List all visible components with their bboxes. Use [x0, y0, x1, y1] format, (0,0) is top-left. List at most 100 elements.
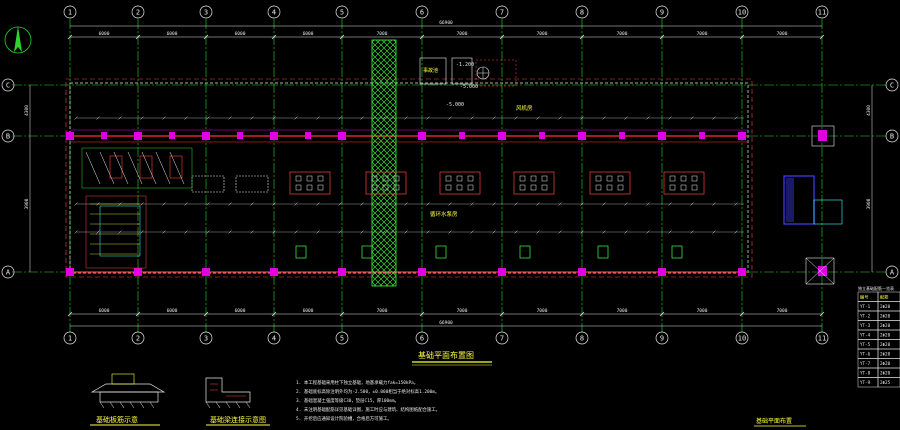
axis-label: 4: [272, 9, 276, 17]
left-stair-detail: [81, 147, 193, 269]
axis-label: 5: [340, 335, 344, 343]
inner-dimensions: [74, 116, 744, 234]
axis-bubble-4-bottom: 4: [267, 331, 281, 345]
column: [202, 132, 210, 140]
elevation-label-3: -5.000: [460, 84, 478, 90]
fan-room-label: 风机房: [516, 104, 533, 112]
axis-bubble-4-top: 4: [267, 5, 281, 19]
dimension-label: 7000: [457, 308, 468, 314]
column: [818, 130, 827, 141]
axis-label: 2: [136, 9, 140, 17]
axis-bubble-2-top: 2: [131, 5, 145, 19]
column: [818, 266, 827, 276]
axis-bubble-10-top: 10: [735, 5, 749, 19]
column: [305, 132, 311, 139]
table-header-cell: 编号: [860, 294, 868, 301]
axis-label: 4: [272, 335, 276, 343]
dimension-label: 7000: [697, 31, 708, 37]
dimension-label: 7000: [537, 31, 548, 37]
total-dimension-label: 66900: [439, 320, 453, 326]
building-outline: [65, 78, 753, 278]
table-title: 独立基础配筋一览表: [858, 285, 894, 291]
column: [418, 132, 426, 140]
column: [738, 132, 746, 140]
dimension-label: 6000: [303, 31, 314, 37]
table-cell: YT-9: [860, 380, 871, 385]
dimension-label: 7000: [617, 308, 628, 314]
note-line: 5. 开挖后应通知设计院验槽，合格后方可施工。: [296, 415, 392, 422]
axis-label: A: [890, 269, 895, 277]
column: [237, 132, 243, 139]
detail-beam-connection: 基础梁连接示意图: [205, 377, 270, 426]
right-stair-detail: [783, 125, 843, 285]
column: [619, 132, 625, 139]
axis-bubble-6-bottom: 6: [415, 331, 429, 345]
detail-left-title: 基础板筋示意: [96, 415, 138, 424]
pump-room-label: 循环水泵房: [430, 210, 458, 218]
axis-bubble-2-bottom: 2: [131, 331, 145, 345]
column: [658, 268, 666, 276]
column: [699, 132, 705, 139]
detail-mid-title: 基础梁连接示意图: [210, 415, 266, 424]
table-cell: YT-5: [860, 342, 871, 347]
detail-rebar: 基础板筋示意: [90, 373, 166, 426]
axis-label: C: [890, 82, 894, 90]
axis-bubble-3-bottom: 3: [199, 331, 213, 345]
general-notes: 1. 本工程基础采用柱下独立基础，地基承载力fak=150kPa。2. 基础底标…: [296, 379, 440, 422]
hatched-strip: [371, 39, 397, 287]
table-cell: YT-4: [860, 333, 871, 338]
axis-label: 5: [340, 9, 344, 17]
dimension-label: 6000: [303, 308, 314, 314]
axis-label: 6: [420, 9, 424, 17]
axis-bubble-10-bottom: 10: [735, 331, 749, 345]
table-cell: 2Φ20: [880, 314, 891, 319]
column: [459, 132, 465, 139]
dimension-label: 4300: [24, 105, 30, 116]
axis-bubble-B-right: B: [885, 129, 899, 143]
axis-label: 7: [500, 9, 504, 17]
axis-label: B: [6, 133, 10, 141]
note-line: 4. 未注明基础配筋详见基础详图，施工时应与建筑、结构图纸配合施工。: [296, 406, 440, 413]
columns: [66, 130, 827, 276]
total-dimension-label: 66900: [439, 20, 453, 26]
axis-bubble-A-left: A: [1, 265, 15, 279]
axis-label: 1: [68, 9, 72, 17]
dimension-label: 3900: [866, 198, 872, 209]
table-cell: 2Φ20: [880, 361, 891, 366]
axis-label: 1: [68, 335, 72, 343]
axis-bubble-9-bottom: 9: [655, 331, 669, 345]
column: [66, 268, 74, 276]
axis-label: 7: [500, 335, 504, 343]
north-arrow-icon: [4, 26, 32, 54]
column: [498, 132, 506, 140]
table-cell: 2Φ20: [880, 304, 891, 309]
dimension-label: 6000: [167, 308, 178, 314]
table-cell: 2Φ25: [880, 380, 891, 385]
column: [338, 268, 346, 276]
column: [578, 268, 586, 276]
column: [738, 268, 746, 276]
column: [270, 268, 278, 276]
axis-label: 9: [660, 9, 664, 17]
axis-label: 8: [580, 335, 584, 343]
dimension-label: 7000: [377, 31, 388, 37]
axis-label: 10: [738, 335, 746, 343]
axis-label: A: [6, 269, 11, 277]
axis-label: 3: [204, 9, 208, 17]
annotations: 风机房 循环水泵房 事故池 -5.000 -1.200 -5.000: [423, 62, 533, 218]
axis-label: 11: [818, 9, 826, 17]
pool-area: [419, 57, 517, 87]
axis-bubble-1-bottom: 1: [63, 331, 77, 345]
table-cell: YT-7: [860, 361, 871, 366]
table-cell: YT-1: [860, 304, 871, 309]
note-line: 3. 基础混凝土强度等级C30，垫层C15，厚100mm。: [296, 397, 399, 404]
dimension-label: 6000: [235, 31, 246, 37]
pool-label: 事故池: [423, 67, 438, 74]
axis-bubble-C-left: C: [1, 78, 15, 92]
axis-label: 11: [818, 335, 826, 343]
column: [270, 132, 278, 140]
plan-title-block: 基础平面布置图: [412, 350, 492, 366]
column: [338, 132, 346, 140]
dimension-label: 7000: [457, 31, 468, 37]
